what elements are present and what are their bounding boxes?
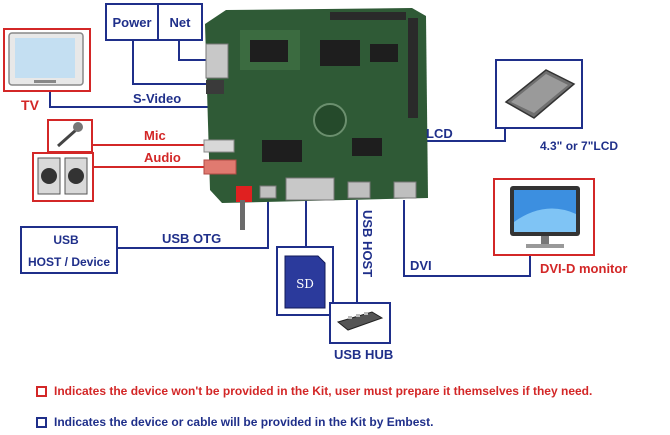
tv-screen: [15, 38, 75, 78]
lcd-device: [496, 60, 582, 128]
usb-device-label-line1: USB: [53, 233, 79, 247]
mic-label: Mic: [144, 128, 166, 143]
tv-device: TV: [4, 29, 90, 113]
net-box: Net: [158, 4, 202, 40]
board-mic-jack: [204, 140, 234, 152]
lcd-size-label: 4.3" or 7"LCD: [540, 139, 618, 153]
usb-host-label: USB HOST: [360, 210, 375, 277]
board-memory-chip: [320, 40, 360, 66]
legend-blue-text: Indicates the device or cable will be pr…: [54, 415, 433, 429]
sd-card-box: SD: [277, 247, 333, 315]
usb-otg-label: USB OTG: [162, 231, 221, 246]
board-side-header: [408, 18, 418, 118]
net-label: Net: [170, 15, 192, 30]
board-cpu-chip: [250, 40, 288, 62]
sd-card-icon: SD: [285, 256, 325, 308]
legend-blue-swatch: [36, 417, 47, 428]
dvi-monitor-device: [494, 179, 594, 255]
usb-device-box: USB HOST / Device: [21, 227, 117, 273]
usb-hub-box: [330, 303, 390, 343]
board-dvi-port: [394, 182, 416, 198]
board-ethernet-jack: [206, 44, 228, 78]
board-pin-header: [330, 12, 406, 20]
tv-label: TV: [21, 97, 40, 113]
legend-red-text: Indicates the device won't be provided i…: [54, 384, 592, 398]
audio-label: Audio: [144, 150, 181, 165]
power-cable: [133, 40, 210, 84]
legend-user-supplied: Indicates the device won't be provided i…: [36, 384, 592, 398]
dvi-label: DVI: [410, 258, 432, 273]
board-ic-chip: [262, 140, 302, 162]
power-label: Power: [112, 15, 151, 30]
board-usb-otg-port: [260, 186, 276, 198]
power-box: Power: [106, 4, 158, 40]
mic-device: [48, 120, 92, 152]
board-reset-button: [236, 186, 252, 202]
board-usb-host-port: [348, 182, 370, 198]
speakers-device: [33, 153, 93, 201]
net-cable: [179, 40, 210, 60]
svideo-label: S-Video: [133, 91, 181, 106]
board-audio-jack: [204, 160, 236, 174]
board-antenna: [240, 200, 245, 230]
board-pcb: [205, 8, 428, 203]
legend-kit-supplied: Indicates the device or cable will be pr…: [36, 415, 433, 429]
usb-hub-label: USB HUB: [334, 347, 393, 362]
lcd-label: LCD: [426, 126, 453, 141]
sd-card-label: SD: [296, 277, 314, 291]
board-power-jack: [206, 80, 224, 94]
legend-red-swatch: [36, 386, 47, 397]
board-battery: [314, 104, 346, 136]
board-ic-chip-2: [352, 138, 382, 156]
board-memory-chip-2: [370, 44, 398, 62]
dvi-monitor-label: DVI-D monitor: [540, 261, 627, 276]
board-sd-slot: [286, 178, 334, 200]
usb-device-label-line2: HOST / Device: [28, 255, 110, 269]
main-board: [204, 8, 428, 230]
